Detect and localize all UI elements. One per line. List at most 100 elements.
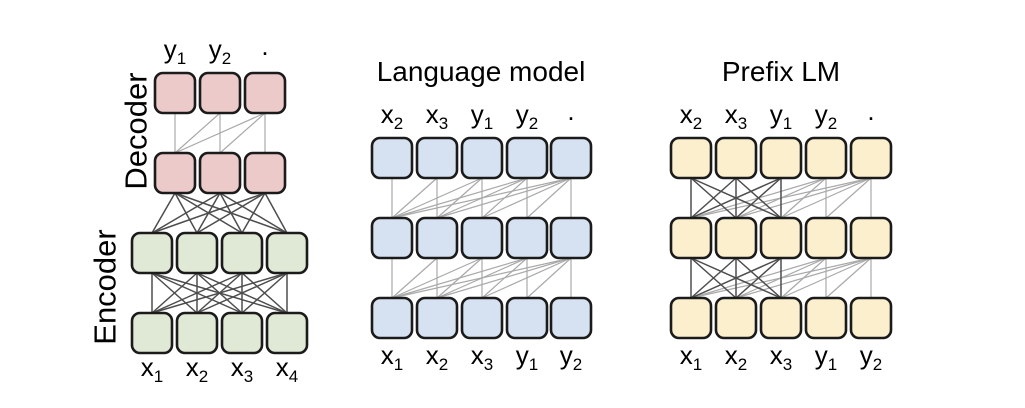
attention-line	[780, 257, 872, 299]
attention-line	[735, 177, 872, 219]
attention-line	[151, 192, 176, 234]
attention-line	[174, 112, 221, 154]
prefix-lm-box	[759, 296, 803, 340]
encoder-box	[265, 231, 309, 275]
attention-line	[735, 257, 872, 299]
attention-line	[391, 257, 572, 299]
attention-line	[391, 257, 438, 299]
token-label-top: y1	[471, 99, 493, 133]
token-label-bottom: x3	[471, 340, 493, 374]
token-label-top: x2	[381, 99, 403, 133]
token-label-top: .	[567, 96, 574, 126]
language-model-box	[505, 216, 549, 260]
attention-line	[151, 192, 221, 234]
language-model-box	[549, 216, 593, 260]
decoder-side-label: Decoder	[119, 72, 154, 189]
language-model-box	[415, 136, 459, 180]
attention-line	[690, 177, 782, 219]
attention-line	[780, 177, 872, 219]
prefix-lm-box	[759, 216, 803, 260]
prefix-lm-box	[714, 136, 758, 180]
decoder-box	[153, 71, 197, 115]
attention-line	[196, 192, 266, 234]
language-model-box	[370, 216, 414, 260]
prefix-lm-box	[849, 216, 893, 260]
attention-line	[391, 257, 483, 299]
attention-line	[264, 192, 288, 234]
attention-line	[735, 177, 782, 219]
attention-line	[391, 177, 483, 219]
encoder-box	[220, 311, 264, 355]
attention-line	[481, 257, 572, 299]
token-label-bottom: x3	[770, 340, 792, 374]
attention-line	[436, 177, 572, 219]
language-model-box	[460, 136, 504, 180]
attention-line	[174, 112, 266, 154]
token-label-top: .	[867, 96, 874, 126]
token-label-bottom: x2	[186, 352, 208, 386]
attention-line	[436, 257, 572, 299]
attention-line	[690, 257, 782, 299]
encoder-box	[175, 231, 219, 275]
decoder-box	[198, 151, 242, 195]
attention-line	[526, 257, 572, 299]
decoder-box	[153, 151, 197, 195]
attention-line	[391, 177, 572, 219]
attention-line	[481, 177, 572, 219]
token-label-top: y1	[164, 34, 186, 68]
attention-line	[391, 257, 528, 299]
prefix-lm-box	[714, 296, 758, 340]
attention-line	[151, 192, 266, 234]
language-model-box	[460, 216, 504, 260]
prefix-lm-box	[804, 136, 848, 180]
attention-line	[151, 272, 288, 314]
token-label-bottom: x4	[276, 352, 298, 386]
prefix-lm-box	[669, 216, 713, 260]
token-label-bottom: y1	[815, 340, 837, 374]
encoder-box	[175, 311, 219, 355]
attention-line	[196, 272, 288, 314]
decoder-box	[198, 71, 242, 115]
language-model-box	[549, 296, 593, 340]
language-model-box	[549, 136, 593, 180]
language-model-box	[505, 136, 549, 180]
attention-line	[391, 177, 438, 219]
token-label-top: y2	[516, 99, 538, 133]
prefix-lm-box	[759, 136, 803, 180]
prefix-lm-box	[849, 296, 893, 340]
token-label-bottom: x3	[231, 352, 253, 386]
decoder-box	[243, 71, 287, 115]
token-label-bottom: x1	[680, 340, 702, 374]
prefix-lm-box	[804, 296, 848, 340]
language-model-box	[460, 296, 504, 340]
prefix-lm-box	[669, 296, 713, 340]
prefix-lm-title: Prefix LM	[722, 56, 840, 87]
language-model-box	[415, 296, 459, 340]
token-label-top: y1	[770, 99, 792, 133]
attention-line	[391, 177, 528, 219]
encoder-side-label: Encoder	[88, 229, 123, 344]
attention-line	[825, 257, 872, 299]
token-label-top: x3	[725, 99, 747, 133]
attention-line	[151, 272, 198, 314]
language-model-box	[370, 296, 414, 340]
attention-line	[219, 112, 266, 154]
prefix-lm-box	[714, 216, 758, 260]
prefix-lm-box	[804, 216, 848, 260]
token-label-top: y2	[815, 99, 837, 133]
token-label-top: x2	[680, 99, 702, 133]
language-model-title: Language model	[377, 56, 586, 87]
attention-line	[151, 272, 243, 314]
prefix-lm-box	[669, 136, 713, 180]
token-label-bottom: y2	[560, 340, 582, 374]
token-label-bottom: y2	[860, 340, 882, 374]
token-label-bottom: x2	[426, 340, 448, 374]
encoder-box	[130, 311, 174, 355]
encoder-box	[130, 231, 174, 275]
attention-line	[735, 257, 782, 299]
token-label-top: y2	[209, 34, 231, 68]
token-label-bottom: x1	[141, 352, 163, 386]
